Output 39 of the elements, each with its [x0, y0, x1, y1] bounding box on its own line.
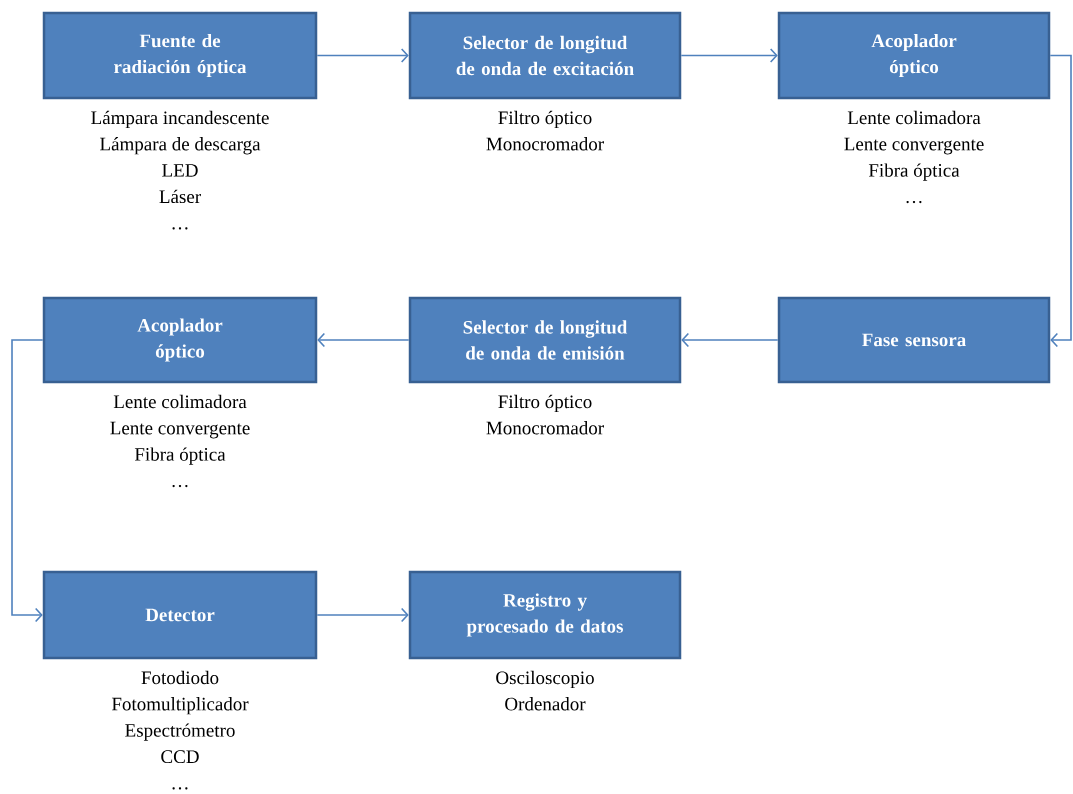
arrow: [11, 339, 44, 623]
process-box: Registro y procesado de datos: [408, 570, 682, 660]
process-box: Fase sensora: [777, 296, 1051, 384]
caption-text: …: [172, 484, 188, 488]
arrow: [316, 607, 409, 623]
process-box: Selector de longitud de onda de excitación: [408, 11, 682, 100]
caption-text: CCD: [161, 750, 199, 764]
caption-text: Monocromador: [486, 421, 604, 435]
arrow: [681, 332, 779, 348]
caption-text: Láser: [159, 189, 201, 204]
caption-text: Lámpara de descarga: [100, 137, 261, 155]
arrow: [1049, 54, 1072, 348]
caption-text: Lente colimadora: [847, 110, 981, 125]
arrow: [317, 332, 410, 348]
caption-text: LED: [162, 164, 198, 177]
process-box: Selector de longitud de onda de emisión: [408, 296, 682, 384]
caption-text: Lente convergente: [844, 137, 984, 155]
caption-text: Lámpara incandescente: [91, 110, 269, 129]
caption-text: Filtro óptico: [498, 110, 592, 129]
caption-text: Lente colimadora: [113, 394, 247, 409]
process-box: Acoplador óptico: [42, 296, 318, 384]
caption-text: Fotodiodo: [141, 670, 219, 685]
process-box: Detector: [42, 570, 318, 660]
caption-text: …: [172, 787, 188, 790]
caption-text: Fotomultiplicador: [111, 697, 249, 715]
caption-text: Espectrómetro: [125, 723, 235, 741]
caption-text: Filtro óptico: [498, 394, 592, 413]
caption-text: Lente convergente: [110, 421, 250, 439]
caption-text: …: [172, 227, 188, 230]
caption-text: Fibra óptica: [868, 163, 960, 181]
arrow: [316, 48, 409, 63]
caption-text: Fibra óptica: [134, 447, 226, 465]
caption-text: Monocromador: [486, 137, 604, 151]
arrow: [680, 48, 778, 63]
process-box: Fuente de radiación óptica: [42, 11, 318, 100]
process-box: Acoplador óptico: [777, 11, 1051, 100]
caption-text: Ordenador: [505, 697, 586, 711]
caption-text: Osciloscopio: [496, 670, 594, 689]
caption-text: …: [906, 200, 922, 204]
